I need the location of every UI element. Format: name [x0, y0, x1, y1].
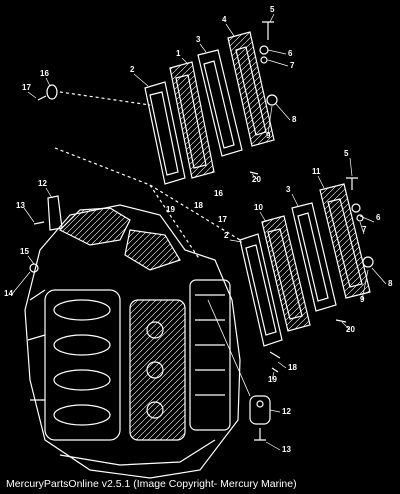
callout-10: 10	[254, 203, 263, 212]
callout-19: 19	[166, 205, 175, 214]
callout-5: 5	[270, 5, 275, 14]
callout-9-b: 9	[360, 295, 365, 304]
leader-lines	[11, 13, 387, 451]
callout-11: 11	[312, 167, 321, 176]
callout-12-b: 12	[282, 407, 291, 416]
callout-6-b: 6	[376, 213, 381, 222]
callout-20: 20	[252, 175, 261, 184]
callout-18-b: 18	[288, 363, 297, 372]
callout-12: 12	[38, 179, 47, 188]
callout-3-b: 3	[286, 185, 291, 194]
callout-9: 9	[266, 131, 271, 140]
callout-19-b: 19	[268, 375, 277, 384]
callout-7-b: 7	[362, 225, 367, 234]
callout-17: 17	[22, 83, 31, 92]
callout-7: 7	[290, 61, 295, 70]
callout-16: 16	[40, 69, 49, 78]
callout-1: 1	[176, 49, 181, 58]
lower-cover-assembly	[29, 177, 374, 441]
image-caption: MercuryPartsOnline v2.5.1 (Image Copyrig…	[6, 478, 297, 490]
callout-2-b: 2	[224, 231, 229, 240]
callout-8: 8	[292, 115, 297, 124]
callout-13: 13	[16, 201, 25, 210]
callout-2: 2	[130, 65, 135, 74]
callout-16-b: 16	[214, 189, 223, 198]
callout-4: 4	[222, 15, 227, 24]
callout-6: 6	[288, 49, 293, 58]
callout-labels: 1 2 3 4 5 6 7 8 9 16 17 20 12 13 15 14 1…	[4, 5, 393, 454]
callout-8-b: 8	[388, 279, 393, 288]
engine-block	[24, 204, 241, 479]
callout-20-b: 20	[346, 325, 355, 334]
callout-15: 15	[20, 247, 29, 256]
callout-18: 18	[194, 201, 203, 210]
callout-14: 14	[4, 289, 13, 298]
upper-cover-assembly	[37, 21, 278, 261]
callout-13-b: 13	[282, 445, 291, 454]
callout-5-b: 5	[344, 149, 349, 158]
callout-17-b: 17	[218, 215, 227, 224]
callout-3: 3	[196, 35, 201, 44]
